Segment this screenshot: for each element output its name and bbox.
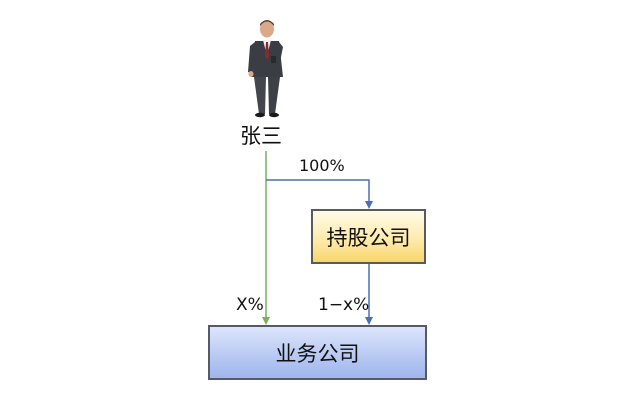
person-name: 张三 [240,124,282,148]
edge-person-to-holding [266,179,373,209]
businessman-icon [248,20,283,118]
business-company-label: 业务公司 [275,341,360,366]
holding-company-label: 持股公司 [326,225,411,250]
edge-label-1-minus-x: 1−x% [318,295,370,315]
holding-company-box: 持股公司 [311,209,426,264]
edge-label-x: X% [236,295,264,315]
business-company-box: 业务公司 [208,325,427,380]
edge-label-100: 100% [299,156,345,175]
